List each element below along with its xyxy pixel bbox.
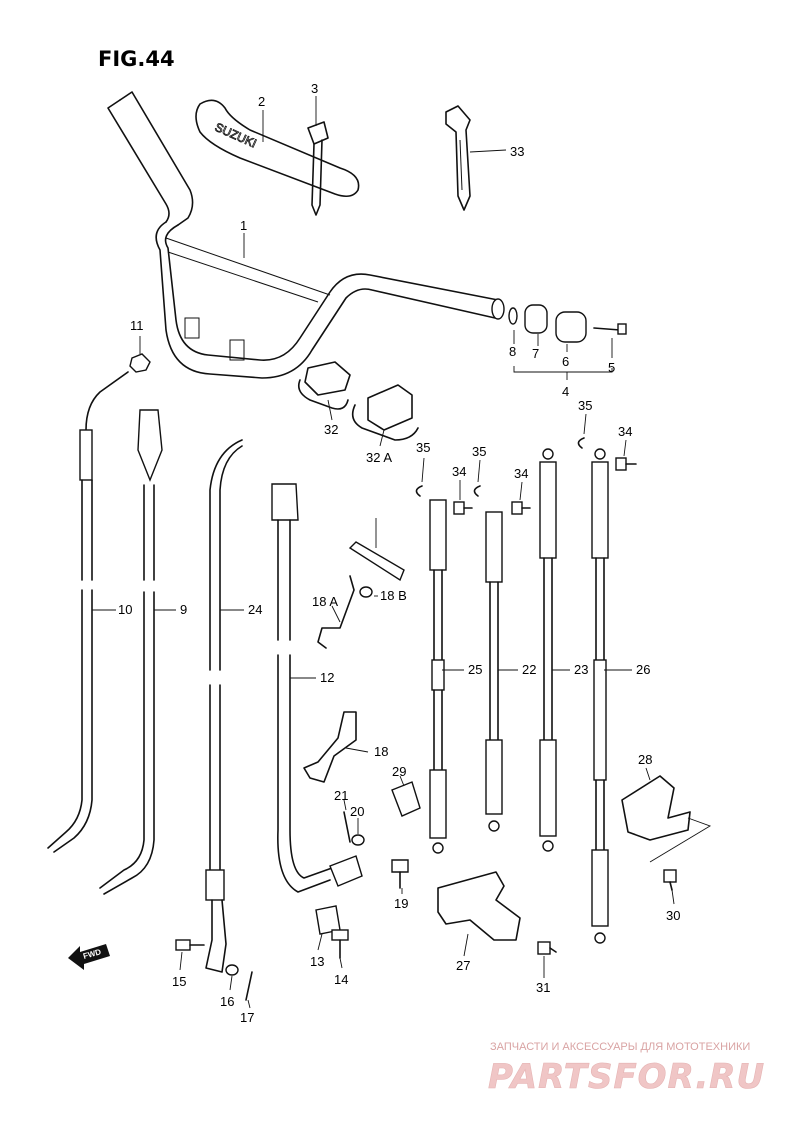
cable-10 <box>47 371 129 853</box>
clip-35-b <box>473 485 481 497</box>
callout-25: 25 <box>468 662 482 677</box>
callout-35-b: 35 <box>472 444 486 459</box>
cable-23 <box>539 448 557 852</box>
watermark: ЗАПЧАСТИ И АКСЕССУАРЫ ДЛЯ МОТОТЕХНИКИ PA… <box>488 1041 765 1097</box>
callout-18: 18 <box>374 744 388 759</box>
bolt-34-c <box>615 457 637 471</box>
callout-5: 5 <box>608 360 615 375</box>
bolt-15 <box>175 939 205 951</box>
bolt-34-a <box>453 501 473 515</box>
bracket-27 <box>437 871 521 941</box>
watermark-tagline: ЗАПЧАСТИ И АКСЕССУАРЫ ДЛЯ МОТОТЕХНИКИ <box>490 1041 750 1053</box>
callout-30: 30 <box>666 908 680 923</box>
figure-title: FIG.44 <box>98 47 175 71</box>
callout-19: 19 <box>394 896 408 911</box>
callout-26: 26 <box>636 662 650 677</box>
callout-3: 3 <box>311 81 318 96</box>
handlebar <box>107 91 505 379</box>
callout-9: 9 <box>180 602 187 617</box>
callout-18b: 18 B <box>380 588 407 603</box>
clip-35-a <box>415 485 423 497</box>
brand-mark: SUZUKI <box>213 120 259 151</box>
callout-34-b: 34 <box>514 466 528 481</box>
guide-36 <box>348 541 405 582</box>
leader-lines <box>92 96 675 1009</box>
watermark-logo: PARTSFOR.RU <box>488 1057 765 1097</box>
callout-27: 27 <box>456 958 470 973</box>
cable-12 <box>271 483 363 893</box>
cable-tie <box>307 121 329 216</box>
bracket-32a <box>351 384 419 441</box>
cable-22 <box>485 511 503 832</box>
callout-34-c: 34 <box>618 424 632 439</box>
nut-11 <box>129 353 151 373</box>
callout-22: 22 <box>522 662 536 677</box>
callout-15: 15 <box>172 974 186 989</box>
callout-14: 14 <box>334 972 348 987</box>
callout-labels: 1 2 3 4 5 6 7 8 9 10 11 12 13 14 15 16 1… <box>118 81 680 1025</box>
bracket-32 <box>297 361 351 410</box>
callout-7: 7 <box>532 346 539 361</box>
callout-4: 4 <box>562 384 569 399</box>
callout-24: 24 <box>248 602 262 617</box>
cable-25 <box>429 499 447 854</box>
grip-end-parts <box>508 304 627 343</box>
bolt-31 <box>537 941 557 955</box>
callout-6: 6 <box>562 354 569 369</box>
bolt-19 <box>391 859 409 889</box>
callout-13: 13 <box>310 954 324 969</box>
callout-28: 28 <box>638 752 652 767</box>
callout-35-c: 35 <box>578 398 592 413</box>
bolt-34-b <box>511 501 531 515</box>
cable-9 <box>99 409 163 895</box>
clamp-18a <box>317 575 355 649</box>
callout-11: 11 <box>130 318 144 333</box>
callout-18a: 18 A <box>312 594 338 609</box>
handlebar-pad: SUZUKI <box>195 99 360 198</box>
callout-1: 1 <box>240 218 247 233</box>
pin-21 <box>343 811 351 843</box>
callout-10: 10 <box>118 602 132 617</box>
tool-wrench <box>445 105 471 211</box>
callout-31: 31 <box>536 980 550 995</box>
callout-32: 32 <box>324 422 338 437</box>
callout-2: 2 <box>258 94 265 109</box>
washer-18b <box>359 586 373 598</box>
pin-17 <box>245 971 253 1001</box>
cable-26 <box>591 448 609 944</box>
callout-16: 16 <box>220 994 234 1009</box>
fwd-arrow-icon: FWD <box>68 944 110 970</box>
washer-20 <box>351 834 365 846</box>
callout-33: 33 <box>510 144 524 159</box>
callout-32a: 32 A <box>366 450 392 465</box>
callout-35-a: 35 <box>416 440 430 455</box>
callout-21: 21 <box>334 788 348 803</box>
callout-29: 29 <box>392 764 406 779</box>
washer-16 <box>225 964 239 976</box>
callout-8: 8 <box>509 344 516 359</box>
bolt-14 <box>331 929 349 959</box>
holder-29 <box>391 781 421 817</box>
cable-24 <box>205 439 243 973</box>
clip-35-c <box>577 437 585 449</box>
callout-17: 17 <box>240 1010 254 1025</box>
bracket-28 <box>621 775 712 863</box>
callout-34-a: 34 <box>452 464 466 479</box>
callout-20: 20 <box>350 804 364 819</box>
callout-12: 12 <box>320 670 334 685</box>
bolt-30 <box>663 869 677 891</box>
callout-23: 23 <box>574 662 588 677</box>
bracket-18 <box>303 711 357 783</box>
